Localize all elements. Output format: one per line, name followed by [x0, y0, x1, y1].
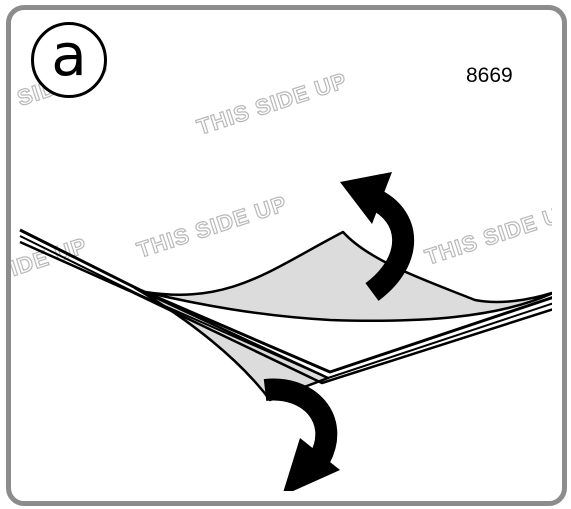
- diagram-frame: [6, 5, 567, 506]
- sheet-edge-middle: [19, 235, 552, 379]
- step-badge: a: [31, 22, 107, 98]
- part-number: 8669: [466, 64, 513, 87]
- liner-peel-up: [143, 230, 552, 323]
- sheet-edge-upper: [19, 228, 552, 374]
- this-side-up-stamp-2: THIS SIDE UP: [194, 68, 350, 140]
- curved-arrow-up-icon: [340, 172, 415, 301]
- sheet-edge-lower: [19, 240, 552, 385]
- this-side-up-stamp-3: THIS SIDE UP: [134, 191, 290, 263]
- this-side-up-stamp-4: THIS SIDE UP: [422, 198, 571, 270]
- curved-arrow-down-icon: [263, 378, 340, 491]
- step-letter: a: [51, 21, 87, 89]
